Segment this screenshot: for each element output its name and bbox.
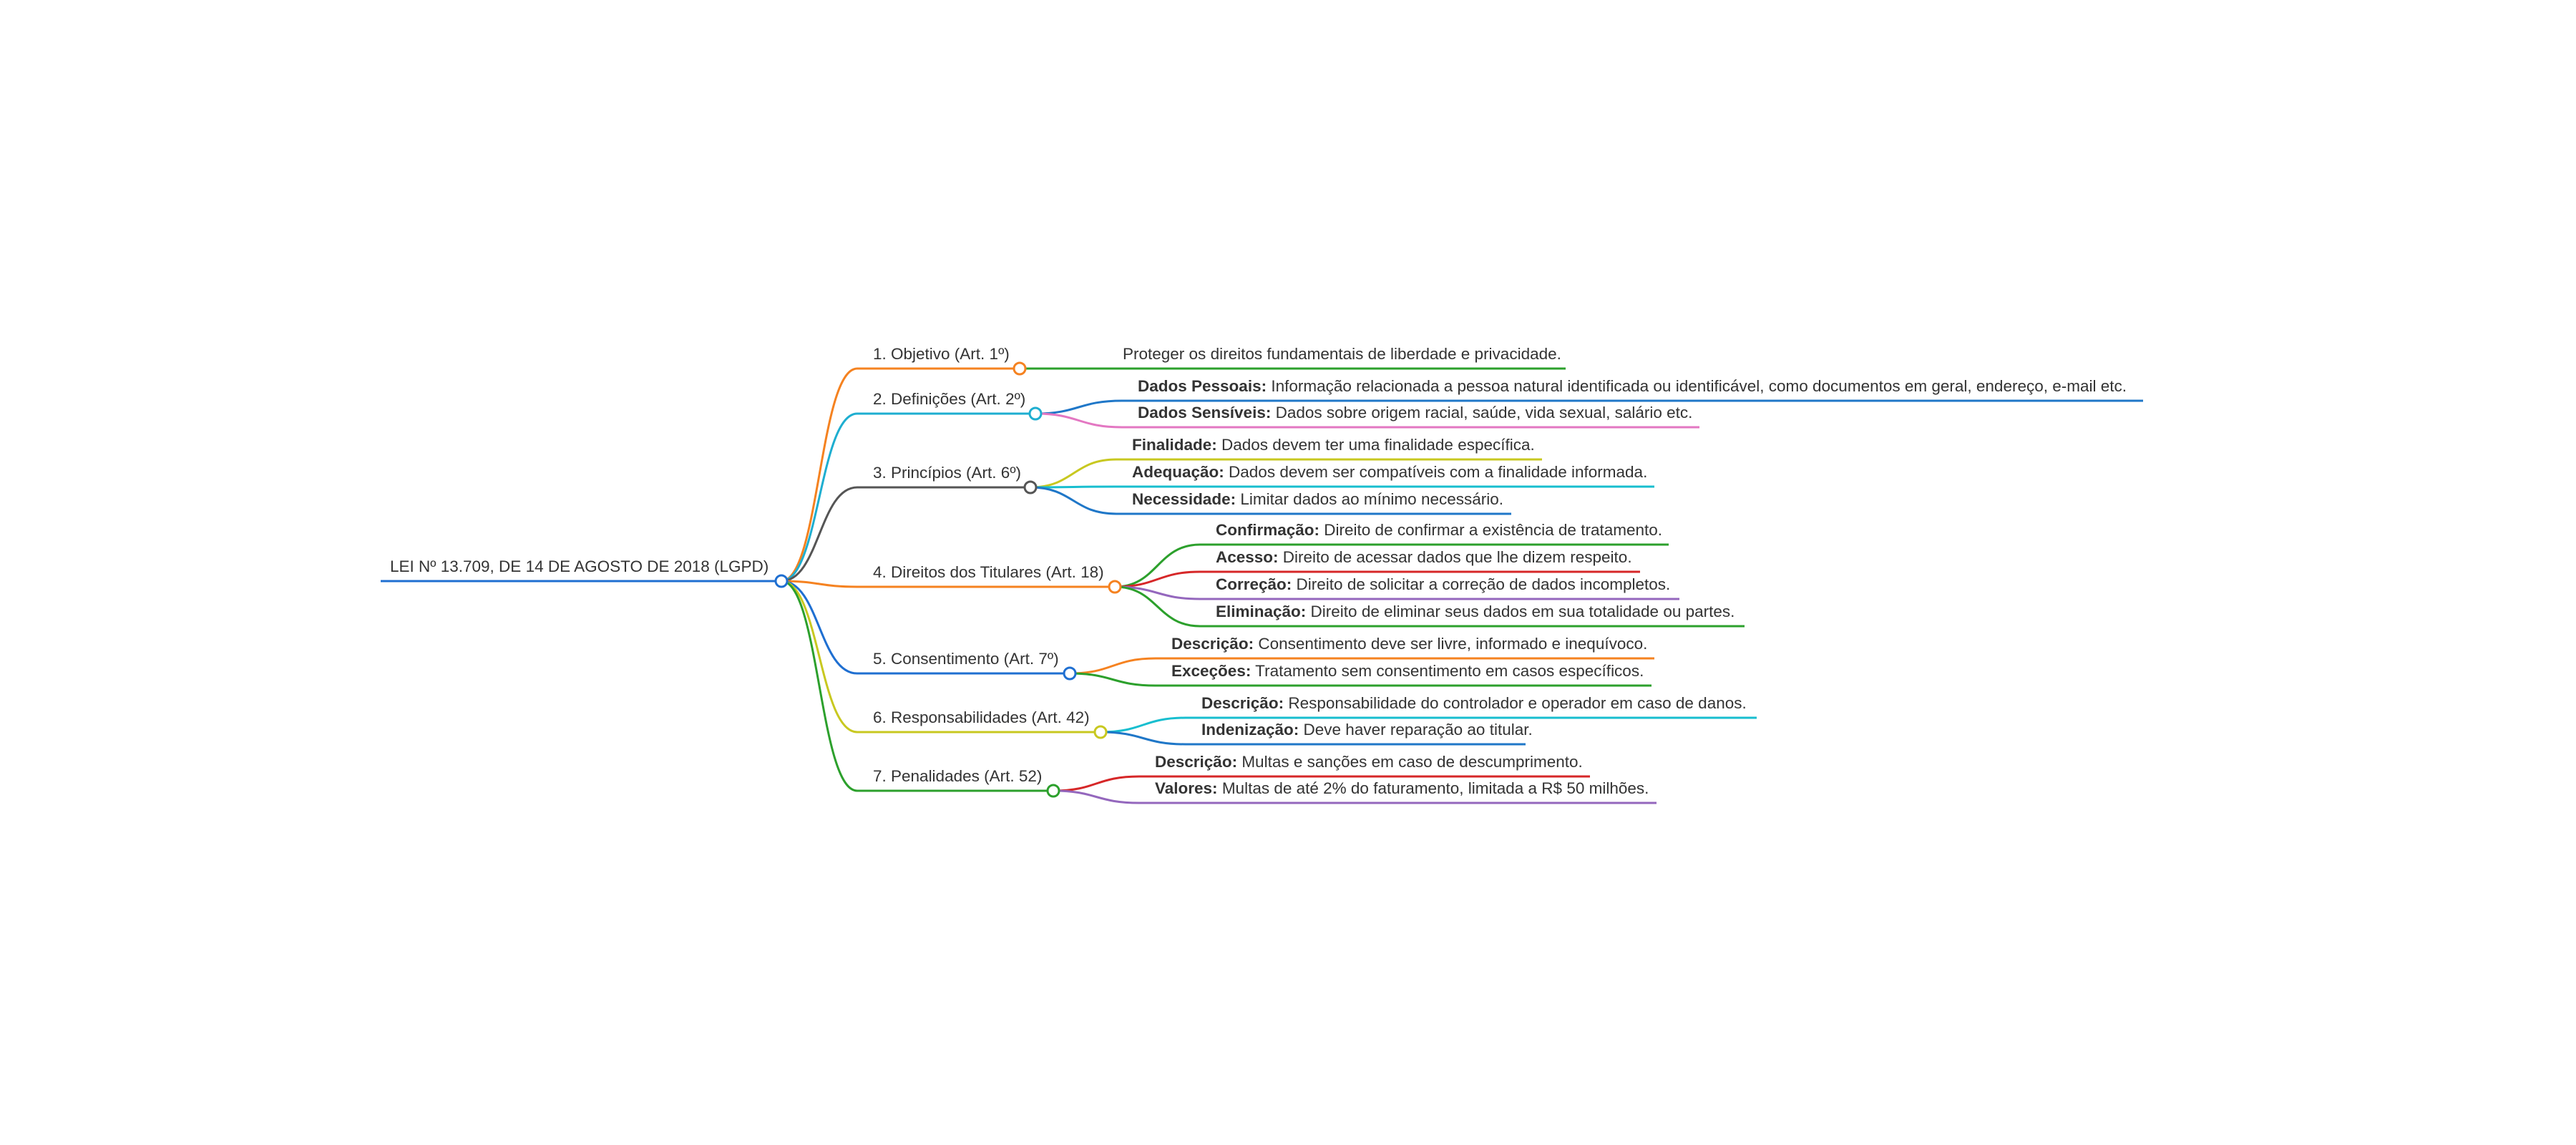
branch-4-child-1-label: Confirmação:	[1216, 521, 1319, 539]
branch-4-child-1-connector	[1114, 543, 1201, 588]
branch-4-label: 4. Direitos dos Titulares (Art. 18)	[873, 563, 1104, 581]
branch-1-child-1-text: Proteger os direitos fundamentais de lib…	[1123, 345, 1561, 363]
branch-6-child-2-text: Deve haver reparação ao titular.	[1299, 721, 1532, 739]
branch-4-child-1-text: Direito de confirmar a existência de tra…	[1319, 521, 1662, 539]
branch-3-child-3: Necessidade: Limitar dados ao mínimo nec…	[1132, 490, 1503, 508]
branch-4-child-4-label: Eliminação:	[1216, 603, 1306, 620]
branch-5-connector	[781, 580, 858, 675]
branch-3-child-1-connector	[1030, 458, 1117, 489]
branch-4-child-3-label: Correção:	[1216, 575, 1292, 593]
branch-3-label: 3. Princípios (Art. 6º)	[873, 464, 1021, 482]
branch-7-child-2-label: Valores:	[1155, 779, 1218, 797]
branch-4-connector	[781, 580, 858, 588]
branch-7-child-2-text: Multas de até 2% do faturamento, limitad…	[1218, 779, 1649, 797]
branch-6-collapse-toggle[interactable]	[1093, 725, 1108, 739]
branch-1-connector	[781, 367, 858, 583]
root-label: LEI Nº 13.709, DE 14 DE AGOSTO DE 2018 (…	[390, 557, 769, 575]
branch-5-child-2-connector	[1069, 672, 1156, 687]
branch-3-child-2-text: Dados devem ser compatíveis com a finali…	[1224, 463, 1648, 481]
branch-7-label-text: 7. Penalidades (Art. 52)	[873, 767, 1042, 785]
branch-2-child-2-label: Dados Sensíveis:	[1138, 404, 1271, 422]
branch-2-connector	[781, 412, 858, 583]
branch-5-child-1-connector	[1069, 657, 1156, 675]
branch-3-child-3-label: Necessidade:	[1132, 490, 1236, 508]
branch-6-label-text: 6. Responsabilidades (Art. 42)	[873, 708, 1090, 726]
branch-3-connector	[781, 486, 858, 583]
branch-5-child-2-text: Tratamento sem consentimento em casos es…	[1251, 662, 1644, 680]
branch-3-label-text: 3. Princípios (Art. 6º)	[873, 464, 1021, 482]
branch-2-label-text: 2. Definições (Art. 2º)	[873, 390, 1025, 408]
branch-3-child-1: Finalidade: Dados devem ter uma finalida…	[1132, 436, 1535, 454]
branch-3-child-2: Adequação: Dados devem ser compatíveis c…	[1132, 463, 1647, 481]
branch-3-collapse-toggle[interactable]	[1023, 480, 1038, 494]
branch-7-connector	[781, 580, 858, 792]
branch-6-label: 6. Responsabilidades (Art. 42)	[873, 708, 1090, 726]
branch-3-child-1-text: Dados devem ter uma finalidade específic…	[1217, 436, 1535, 454]
branch-6-child-2-connector	[1100, 731, 1186, 746]
branch-1-label: 1. Objetivo (Art. 1º)	[873, 345, 1010, 363]
branch-7-child-1-label: Descrição:	[1155, 753, 1237, 771]
branch-2-child-2: Dados Sensíveis: Dados sobre origem raci…	[1138, 404, 1692, 422]
branch-2-child-1-text: Informação relacionada a pessoa natural …	[1267, 377, 2127, 395]
branch-5-child-2-label: Exceções:	[1171, 662, 1251, 680]
branch-4-child-4-text: Direito de eliminar seus dados em sua to…	[1306, 603, 1735, 620]
branch-3-child-3-connector	[1030, 486, 1117, 515]
root-label-text: LEI Nº 13.709, DE 14 DE AGOSTO DE 2018 (…	[390, 557, 769, 575]
branch-5-label-text: 5. Consentimento (Art. 7º)	[873, 650, 1059, 668]
branch-1-collapse-toggle[interactable]	[1013, 361, 1027, 376]
branch-3-child-3-text: Limitar dados ao mínimo necessário.	[1236, 490, 1503, 508]
branch-1-child-1: Proteger os direitos fundamentais de lib…	[1123, 345, 1561, 363]
branch-2-child-2-connector	[1035, 412, 1123, 429]
branch-6-child-1-connector	[1100, 716, 1186, 734]
branch-6-connector	[781, 580, 858, 734]
branch-4-child-2-label: Acesso:	[1216, 548, 1279, 566]
branch-7-child-2: Valores: Multas de até 2% do faturamento…	[1155, 779, 1649, 797]
branch-4-child-4: Eliminação: Direito de eliminar seus dad…	[1216, 603, 1735, 620]
branch-6-child-1-label: Descrição:	[1201, 694, 1284, 712]
branch-4-collapse-toggle[interactable]	[1108, 580, 1122, 594]
branch-1-label-text: 1. Objetivo (Art. 1º)	[873, 345, 1010, 363]
branch-5-child-1-text: Consentimento deve ser livre, informado …	[1254, 635, 1647, 653]
branch-5-child-1: Descrição: Consentimento deve ser livre,…	[1171, 635, 1647, 653]
branch-2-child-1-connector	[1035, 399, 1123, 415]
branch-4-child-1: Confirmação: Direito de confirmar a exis…	[1216, 521, 1662, 539]
branch-6-child-2-label: Indenização:	[1201, 721, 1299, 739]
branch-7-child-1-connector	[1053, 775, 1140, 792]
branch-5-child-2: Exceções: Tratamento sem consentimento e…	[1171, 662, 1644, 680]
branch-7-child-1: Descrição: Multas e sanções em caso de d…	[1155, 753, 1583, 771]
branch-2-collapse-toggle[interactable]	[1028, 406, 1043, 421]
branch-4-child-3-text: Direito de solicitar a correção de dados…	[1292, 575, 1670, 593]
branch-6-child-1: Descrição: Responsabilidade do controlad…	[1201, 694, 1747, 712]
branch-7-child-1-text: Multas e sanções em caso de descumprimen…	[1237, 753, 1583, 771]
branch-7-child-2-connector	[1053, 789, 1140, 804]
branch-3-child-1-label: Finalidade:	[1132, 436, 1217, 454]
branch-7-collapse-toggle[interactable]	[1046, 784, 1060, 798]
branch-7-label: 7. Penalidades (Art. 52)	[873, 767, 1042, 785]
branch-4-child-3: Correção: Direito de solicitar a correçã…	[1216, 575, 1670, 593]
branch-4-child-2: Acesso: Direito de acessar dados que lhe…	[1216, 548, 1632, 566]
branch-4-child-2-text: Direito de acessar dados que lhe dizem r…	[1279, 548, 1632, 566]
branch-5-child-1-label: Descrição:	[1171, 635, 1254, 653]
branch-2-child-1-label: Dados Pessoais:	[1138, 377, 1267, 395]
branch-6-child-2: Indenização: Deve haver reparação ao tit…	[1201, 721, 1533, 739]
branch-2-child-1: Dados Pessoais: Informação relacionada a…	[1138, 377, 2127, 395]
branch-3-child-2-label: Adequação:	[1132, 463, 1224, 481]
branch-5-label: 5. Consentimento (Art. 7º)	[873, 650, 1059, 668]
branch-5-collapse-toggle[interactable]	[1063, 666, 1077, 681]
branch-2-label: 2. Definições (Art. 2º)	[873, 390, 1025, 408]
branch-4-label-text: 4. Direitos dos Titulares (Art. 18)	[873, 563, 1104, 581]
branch-6-child-1-text: Responsabilidade do controlador e operad…	[1284, 694, 1747, 712]
root-collapse-toggle[interactable]	[774, 574, 789, 588]
branch-2-child-2-text: Dados sobre origem racial, saúde, vida s…	[1271, 404, 1692, 422]
branch-4-child-4-connector	[1114, 585, 1201, 628]
